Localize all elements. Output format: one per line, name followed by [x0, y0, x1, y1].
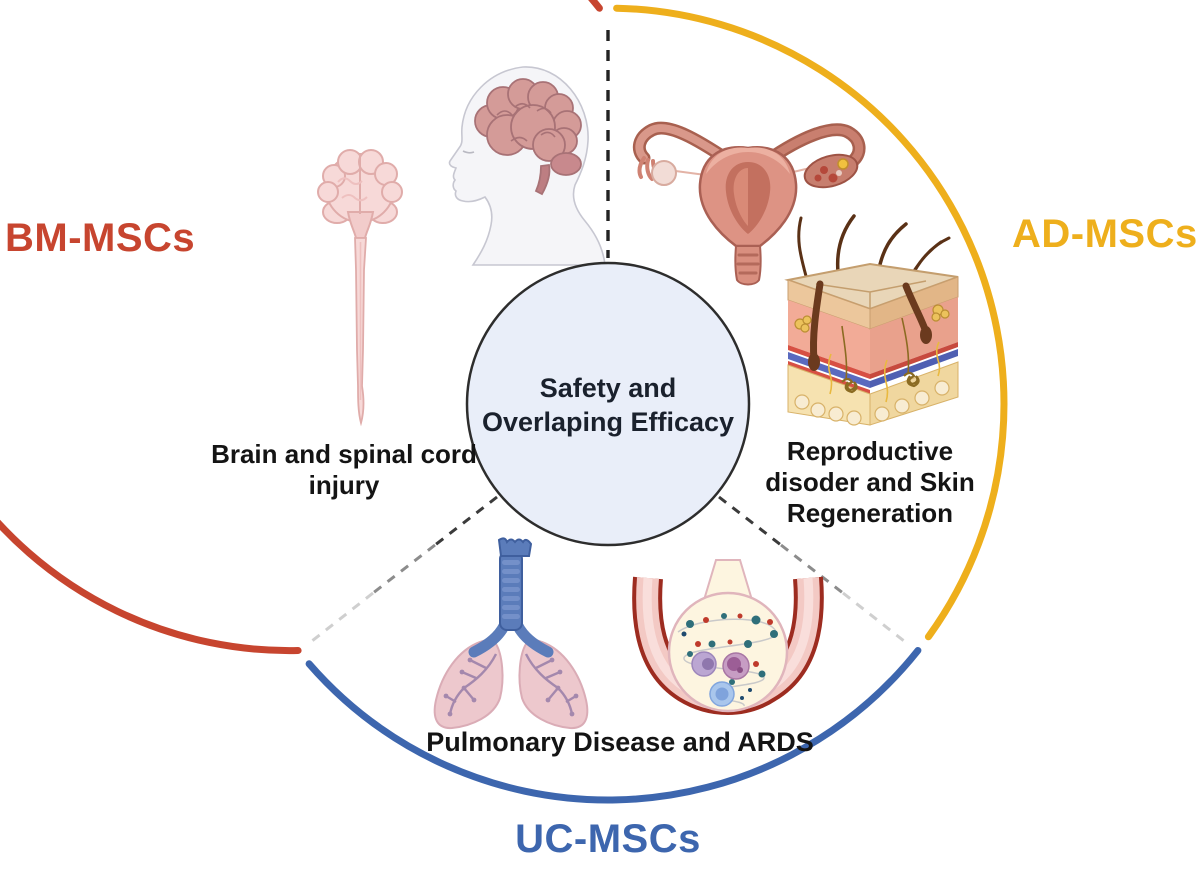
head-profile-brain-icon: [448, 66, 606, 266]
ad-indication-label: Reproductive disoder and Skin Regenerati…: [765, 436, 975, 529]
alveolus-vessel-icon: [632, 559, 824, 715]
uc-mscs-label: UC-MSCs: [515, 817, 701, 861]
bm-arc: [0, 0, 603, 655]
right-divider-dashes: [718, 495, 905, 643]
center-circle-label: Safety and Overlaping Efficacy: [481, 373, 735, 437]
ad-mscs-label: AD-MSCs: [1012, 212, 1198, 256]
uc-arc: [305, 647, 922, 804]
uc-indication-label: Pulmonary Disease and ARDS: [426, 727, 814, 757]
left-divider-dashes: [311, 495, 498, 643]
uterus-icon: [632, 121, 866, 286]
ad-arc: [613, 4, 1008, 641]
skin-cross-section-icon: [784, 214, 959, 426]
center-circle: [465, 261, 751, 547]
bm-mscs-label: BM-MSCs: [5, 216, 196, 260]
brain-spinal-cord-icon: [317, 149, 403, 427]
lungs-icon: [433, 537, 589, 730]
bm-indication-label: Brain and spinal cord injury: [211, 439, 477, 501]
